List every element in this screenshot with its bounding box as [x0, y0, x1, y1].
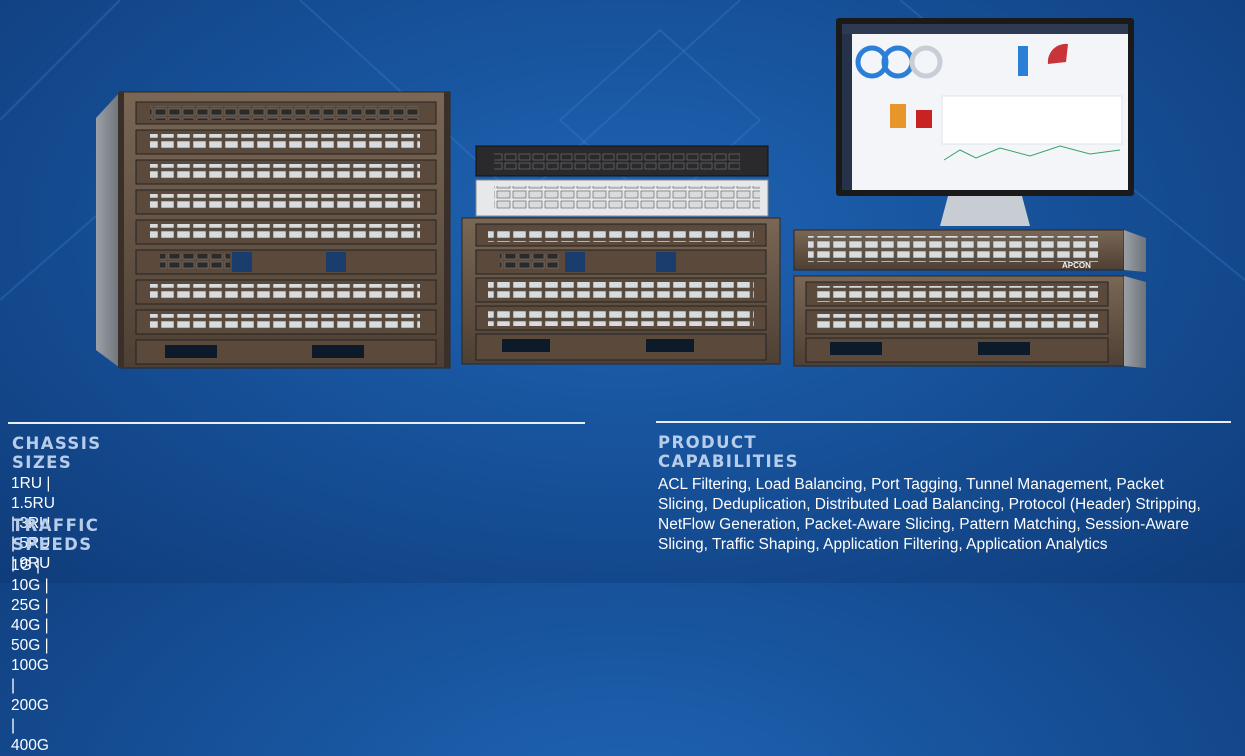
section-heading: PRODUCT CAPABILITIES: [658, 433, 799, 471]
product-hero-image: APCON: [0, 0, 1245, 369]
chassis-9ru: [96, 91, 451, 369]
section-heading: TRAFFIC SPEEDS: [12, 516, 100, 554]
monitor: [836, 18, 1134, 226]
chassis-1ru: [475, 145, 769, 177]
chassis-1-5ru: [475, 179, 769, 217]
traffic-speeds-value: 1G | 10G | 25G | 40G | 50G | 100G | 200G…: [11, 557, 49, 754]
chassis-3ru: [793, 229, 1146, 368]
chassis-9ru-blades: [135, 101, 437, 365]
chassis-5ru: [461, 217, 781, 365]
divider: [656, 421, 1231, 423]
brand-logo: APCON: [1062, 261, 1091, 270]
product-capabilities-value: ACL Filtering, Load Balancing, Port Tagg…: [658, 476, 1201, 553]
divider: [8, 422, 585, 424]
chassis-sizes-value: 1RU | 1.5RU | 3RU | 5RU | 9RU: [11, 475, 55, 572]
section-heading: CHASSIS SIZES: [12, 434, 102, 472]
